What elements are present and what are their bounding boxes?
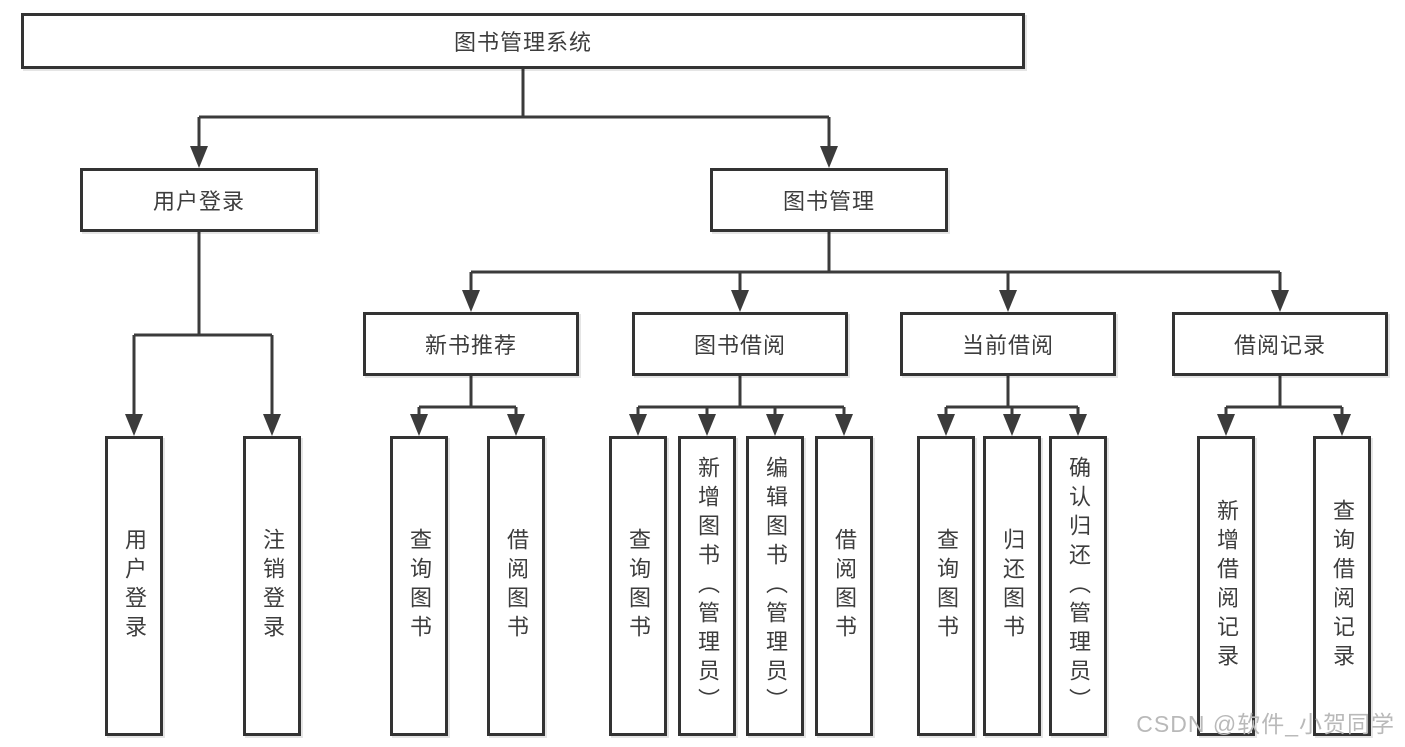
node-root-system: 图书管理系统 [21, 13, 1025, 69]
leaf-add-books-admin: 新增图书（管理员） [678, 436, 736, 736]
node-book-borrow: 图书借阅 [632, 312, 848, 376]
leaf-add-borrow-record: 新增借阅记录 [1197, 436, 1255, 736]
leaf-label: 归还图书 [1000, 528, 1025, 644]
node-label: 当前借阅 [961, 333, 1054, 358]
leaf-borrow-books: 借阅图书 [815, 436, 873, 736]
leaf-label: 查询借阅记录 [1330, 499, 1355, 673]
node-root-label: 图书管理系统 [453, 30, 592, 55]
node-label: 图书管理 [782, 189, 875, 214]
node-label: 借阅记录 [1233, 333, 1326, 358]
leaf-return-books: 归还图书 [983, 436, 1041, 736]
leaf-query-books-borrow: 查询图书 [609, 436, 667, 736]
leaf-label: 用户登录 [122, 528, 147, 644]
leaf-confirm-return-admin: 确认归还（管理员） [1049, 436, 1107, 736]
node-new-book-recommend: 新书推荐 [363, 312, 579, 376]
leaf-label: 编辑图书（管理员） [763, 455, 788, 717]
leaf-query-books-current: 查询图书 [917, 436, 975, 736]
node-user-login-branch: 用户登录 [80, 168, 318, 232]
leaf-query-books-recommend: 查询图书 [390, 436, 448, 736]
leaf-logout: 注销登录 [243, 436, 301, 736]
leaf-query-borrow-record: 查询借阅记录 [1313, 436, 1371, 736]
leaf-label: 查询图书 [626, 528, 651, 644]
node-book-management-branch: 图书管理 [710, 168, 948, 232]
leaf-label: 查询图书 [934, 528, 959, 644]
leaf-label: 新增图书（管理员） [695, 455, 720, 717]
node-borrow-records: 借阅记录 [1172, 312, 1388, 376]
leaf-label: 借阅图书 [504, 528, 529, 644]
leaf-label: 注销登录 [260, 528, 285, 644]
leaf-label: 借阅图书 [832, 528, 857, 644]
node-current-borrow: 当前借阅 [900, 312, 1116, 376]
leaf-user-login: 用户登录 [105, 436, 163, 736]
node-label: 新书推荐 [424, 333, 517, 358]
node-label: 图书借阅 [693, 333, 786, 358]
leaf-label: 确认归还（管理员） [1066, 455, 1091, 717]
leaf-label: 新增借阅记录 [1214, 499, 1239, 673]
node-label: 用户登录 [152, 189, 245, 214]
leaf-borrow-books-recommend: 借阅图书 [487, 436, 545, 736]
leaf-label: 查询图书 [407, 528, 432, 644]
leaf-edit-books-admin: 编辑图书（管理员） [746, 436, 804, 736]
